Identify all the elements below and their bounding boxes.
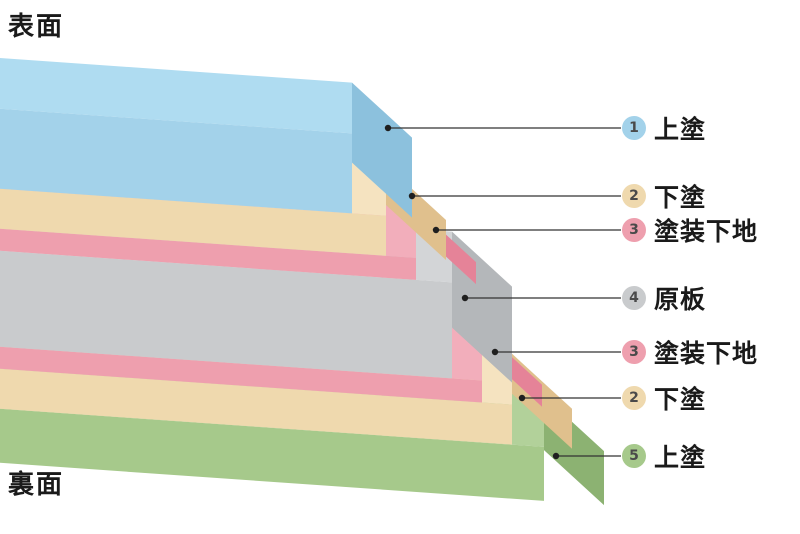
legend-number-badge: 1 (622, 116, 646, 140)
leader-dot-3 (432, 226, 440, 234)
leader-dot-7 (552, 452, 560, 460)
leader-dots (384, 124, 560, 460)
legend-label: 下塗 (654, 183, 707, 212)
base-plate-front-face (0, 250, 452, 379)
topcoat-front-top-face (0, 57, 352, 134)
topcoat-front-front-face (0, 108, 352, 214)
legend-number-badge: 5 (622, 444, 646, 468)
leader-dot-2 (408, 192, 416, 200)
front-side-label: 表面 (8, 12, 65, 42)
legend-item-topcoat-front: 1 上塗 (622, 114, 706, 144)
layer-topcoat-front (0, 57, 412, 218)
legend-label: 塗装下地 (654, 217, 759, 246)
legend-label: 原板 (654, 285, 707, 314)
legend-item-undercoat-front: 2 下塗 (622, 182, 706, 212)
legend-number-badge: 4 (622, 286, 646, 310)
back-side-label: 裏面 (8, 470, 65, 500)
legend-number-badge: 3 (622, 218, 646, 242)
leader-dot-4 (461, 294, 469, 302)
topcoat-front-end-face (352, 82, 412, 218)
leader-dot-1 (384, 124, 392, 132)
legend-item-primer-front: 3 塗装下地 (622, 216, 758, 246)
legend-number-badge: 3 (622, 340, 646, 364)
leader-lines (390, 127, 621, 457)
legend-label: 上塗 (654, 443, 707, 472)
legend-item-base-plate: 4 原板 (622, 284, 706, 314)
legend-label: 塗装下地 (654, 339, 759, 368)
legend-label: 下塗 (654, 385, 707, 414)
legend-item-undercoat-back: 2 下塗 (622, 384, 706, 414)
legend-number-badge: 2 (622, 386, 646, 410)
leader-dot-6 (518, 394, 526, 402)
primer-back-front-face (0, 346, 482, 403)
legend-item-primer-back: 3 塗装下地 (622, 338, 758, 368)
legend-item-topcoat-back: 5 上塗 (622, 442, 706, 472)
legend-number-badge: 2 (622, 184, 646, 208)
leader-dot-5 (491, 348, 499, 356)
undercoat-front-front-face (0, 188, 386, 256)
primer-front-front-face (0, 228, 416, 280)
undercoat-back-front-face (0, 368, 512, 445)
topcoat-back-front-face (0, 408, 544, 501)
legend-label: 上塗 (654, 115, 707, 144)
